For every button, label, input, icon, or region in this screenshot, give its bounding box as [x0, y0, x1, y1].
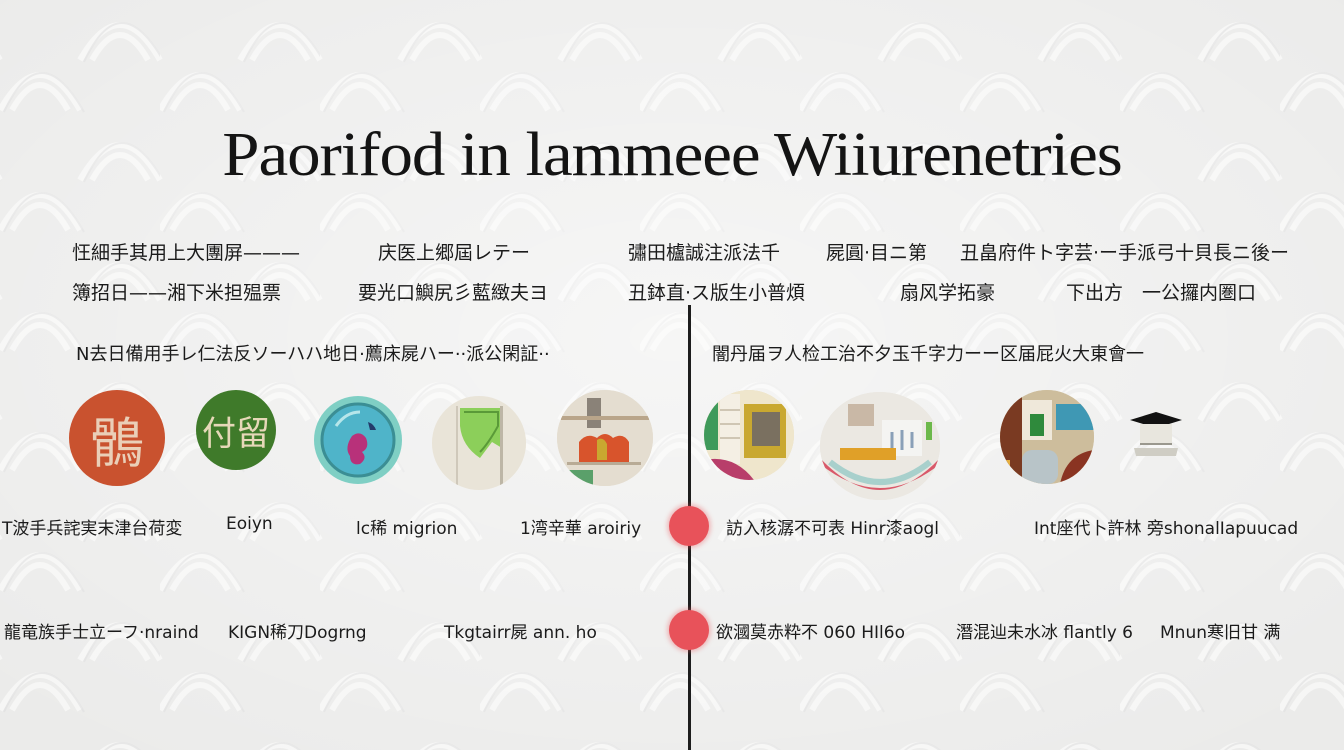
intro-text: 屍圓·目ニ第 [826, 242, 928, 264]
intro-text: 下出方 一公攞内圏口 [1066, 282, 1257, 304]
orange-glyph-badge-icon: 鶻 [69, 390, 165, 486]
intro-text: 忹細手其用上大團屏——— [72, 242, 301, 264]
kitchen-bowl-icon [820, 392, 940, 500]
timeline-label: KIGN稀刀Dogrng [228, 623, 367, 643]
timeline-label: Eoiyn [226, 514, 273, 534]
timeline-label: lc稀 migrion [356, 519, 458, 539]
page-title: Paorifod in lammeee Wiiurenetries [222, 121, 1123, 189]
section-header-right: 闇丹届ヲ人检工治不夕玉千字力ーー区届屁火大東會一 [712, 344, 1144, 365]
intro-text: 扇风学拓豪 [900, 282, 996, 304]
timeline-label: Tkgtairr屍 ann. ho [444, 623, 597, 643]
green-glyph-badge-icon: 付留 [196, 390, 276, 470]
timeline-label: 龍竜族手士立ーフ·nraind [4, 623, 199, 643]
timeline-label: Mnun寒旧甘 满 [1160, 623, 1281, 643]
intro-text: 要光口鱮尻彡藍緻夫ヨ [358, 282, 549, 304]
section-header-left: N去日備用手レ仁法反ソーハハ地日·薦床屍ハー··派公閑証·· [76, 344, 550, 365]
timeline-label: 訪入核潺不可表 Hinr漆aogl [726, 519, 940, 539]
green-banner-icon [432, 396, 526, 490]
intro-text: 彇田櫨誠注派法千 [628, 242, 781, 264]
timeline-marker[interactable] [669, 506, 709, 546]
intro-text: 庆医上郷屆レテー [378, 242, 531, 264]
timeline-label: 1湾辛華 aroiriy [520, 519, 642, 539]
shop-shelves-icon [704, 390, 794, 480]
petri-dish-icon [314, 396, 402, 484]
classroom-scene-icon [557, 390, 653, 486]
timeline-label: T波手兵詫実末津台荷変 [2, 519, 183, 539]
badge-glyph: 鶻 [90, 411, 144, 475]
badge-glyph: 付留 [202, 413, 270, 454]
interior-scene-icon [1000, 390, 1094, 484]
intro-text: 簿招日——湘下米担殟票 [72, 282, 282, 304]
timeline-marker[interactable] [669, 610, 709, 650]
intro-text: 丑畠府件ト字芸·ー手派弓十貝長ニ後ー [960, 242, 1290, 264]
timeline-label: 潛混辿未水冰 flantly 6 [956, 623, 1133, 643]
intro-text: 丑鉢直·ス版生小普煩 [628, 282, 806, 304]
timeline-label: 欲漍莫赤粋不 060 HIl6o [716, 623, 905, 643]
timeline-label: Int座代卜許林 旁shonalIapuucad [1034, 519, 1299, 539]
graduation-cap-icon [1128, 408, 1184, 464]
